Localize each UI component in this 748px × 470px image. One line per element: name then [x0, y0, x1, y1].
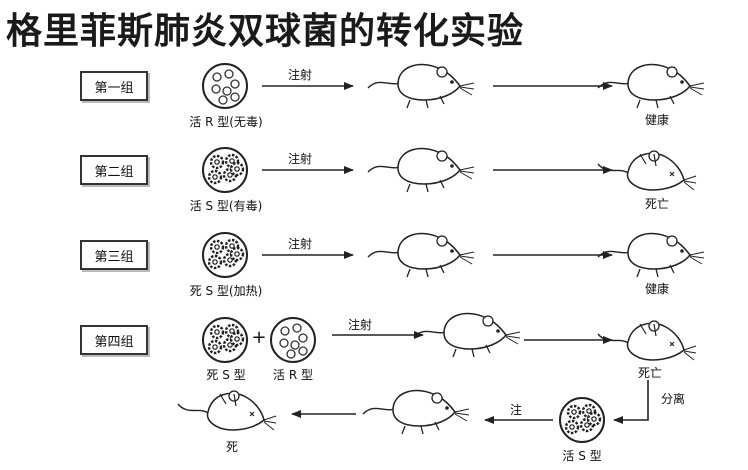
mouse-dead-icon: [597, 150, 697, 191]
mouse-healthy-icon: [597, 232, 705, 278]
group3-action-label: 注射: [287, 237, 313, 251]
culture-dish-s-heated: [203, 233, 247, 277]
group4-culture-b-label: 活 R 型: [273, 368, 313, 382]
culture-dish-s: [203, 148, 247, 192]
group3-label: 第三组: [80, 240, 148, 270]
group4-row: [203, 312, 697, 363]
culture-dish-s-live: [560, 398, 604, 442]
group2-action-label: 注射: [287, 152, 313, 166]
group4-action-label: 注射: [347, 318, 373, 332]
mouse-icon: [367, 232, 475, 278]
mouse-dead-icon: [597, 320, 697, 361]
group4-outcome-label: 死亡: [637, 366, 663, 380]
group1-culture-label: 活 R 型(无毒): [189, 115, 263, 129]
separate-label: 分离: [660, 392, 686, 406]
mouse-dead-icon: [177, 390, 277, 431]
followup-outcome-label: 死: [225, 440, 239, 454]
culture-dish-s-dead: [203, 318, 247, 362]
group2-culture-label: 活 S 型(有毒): [189, 199, 263, 213]
mouse-healthy-icon: [597, 63, 705, 109]
group4-label: 第四组: [80, 325, 148, 355]
group2-outcome-label: 死亡: [644, 197, 670, 211]
culture-dish-r: [270, 317, 316, 363]
plus-sign: +: [251, 327, 267, 348]
group2-label: 第二组: [80, 155, 148, 185]
group2-row: [203, 147, 697, 193]
separate-arrow: [613, 380, 649, 424]
group3-row: [203, 232, 705, 278]
followup-culture-label: 活 S 型: [562, 449, 602, 463]
mouse-icon: [367, 63, 475, 109]
followup-chain: [177, 380, 649, 442]
followup-action-label: 注: [509, 403, 523, 417]
page-title: 格里菲斯肺炎双球菌的转化实验: [6, 11, 525, 52]
group4-culture-a-label: 死 S 型: [206, 368, 246, 382]
culture-dish-r: [202, 63, 248, 109]
group3-culture-label: 死 S 型(加热): [189, 284, 263, 298]
mouse-icon: [413, 312, 521, 358]
mouse-icon: [367, 147, 475, 193]
group1-label: 第一组: [80, 71, 148, 101]
group1-action-label: 注射: [287, 68, 313, 82]
group1-row: [202, 63, 705, 109]
group1-outcome-label: 健康: [644, 113, 670, 127]
group3-outcome-label: 健康: [644, 282, 670, 296]
mouse-icon: [362, 389, 470, 435]
